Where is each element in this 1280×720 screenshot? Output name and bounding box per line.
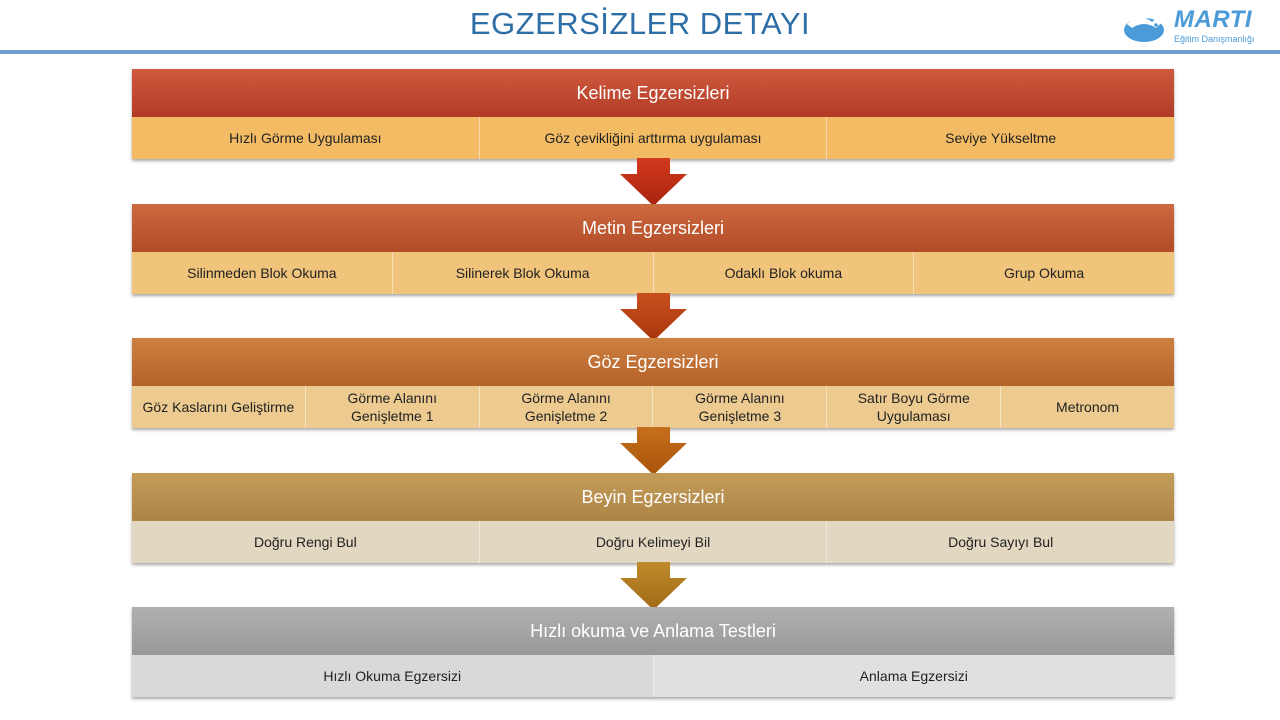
stage-item: Grup Okuma xyxy=(913,252,1174,294)
stage-item: Göz Kaslarını Geliştirme xyxy=(142,399,295,415)
stage-hizli-okuma-testleri: Hızlı okuma ve Anlama Testleri Hızlı Oku… xyxy=(132,607,1174,697)
stage-beyin-egzersizleri: Beyin Egzersizleri Doğru Rengi Bul Doğru… xyxy=(132,473,1174,563)
flow-arrow-down xyxy=(620,293,687,341)
stage-item: Doğru Rengi Bul xyxy=(253,534,357,550)
stage-item: Görme Alanını Genişletme 3 xyxy=(652,386,826,428)
stage-item: Satır Boyu Görme Uygulaması xyxy=(826,386,1000,428)
seagull-logo-icon xyxy=(1124,15,1170,42)
stage-item: Anlama Egzersizi xyxy=(652,655,1174,697)
title-underline xyxy=(0,50,1280,54)
flow-arrow-down xyxy=(620,427,687,475)
stage-item: Metronom xyxy=(1000,386,1174,428)
page-title: EGZERSİZLER DETAYI xyxy=(469,6,811,41)
stage-item: Görme Alanını Genişletme 2 xyxy=(478,386,653,428)
stage-header: Kelime Egzersizleri xyxy=(132,69,1174,117)
stage-item: Doğru Sayıyı Bul xyxy=(826,521,1174,563)
stage-header: Göz Egzersizleri xyxy=(132,338,1174,386)
stage-item: Göz çevikliğini arttırma uygulaması xyxy=(478,117,827,159)
stage-item: Hızlı Görme Uygulaması xyxy=(229,130,382,146)
stage-item: Doğru Kelimeyi Bil xyxy=(478,521,827,563)
stage-header: Hızlı okuma ve Anlama Testleri xyxy=(132,607,1174,655)
stage-item: Silinerek Blok Okuma xyxy=(391,252,653,294)
flow-arrow-down xyxy=(620,562,687,610)
logo-name: MARTI xyxy=(1174,6,1253,33)
stage-header: Beyin Egzersizleri xyxy=(132,473,1174,521)
stage-item: Silinmeden Blok Okuma xyxy=(187,265,337,281)
stage-header: Metin Egzersizleri xyxy=(132,204,1174,252)
marti-logo: MARTI Eğitim Danışmanlığı xyxy=(1120,6,1270,46)
stage-item: Seviye Yükseltme xyxy=(826,117,1174,159)
logo-tagline: Eğitim Danışmanlığı xyxy=(1174,34,1255,44)
flow-arrow-down xyxy=(620,158,687,206)
stage-goz-egzersizleri: Göz Egzersizleri Göz Kaslarını Geliştirm… xyxy=(132,338,1174,428)
stage-item: Odaklı Blok okuma xyxy=(652,252,914,294)
stage-item: Görme Alanını Genişletme 1 xyxy=(304,386,479,428)
stage-metin-egzersizleri: Metin Egzersizleri Silinmeden Blok Okuma… xyxy=(132,204,1174,294)
stage-kelime-egzersizleri: Kelime Egzersizleri Hızlı Görme Uygulama… xyxy=(132,69,1174,159)
stage-item: Hızlı Okuma Egzersizi xyxy=(132,655,653,697)
